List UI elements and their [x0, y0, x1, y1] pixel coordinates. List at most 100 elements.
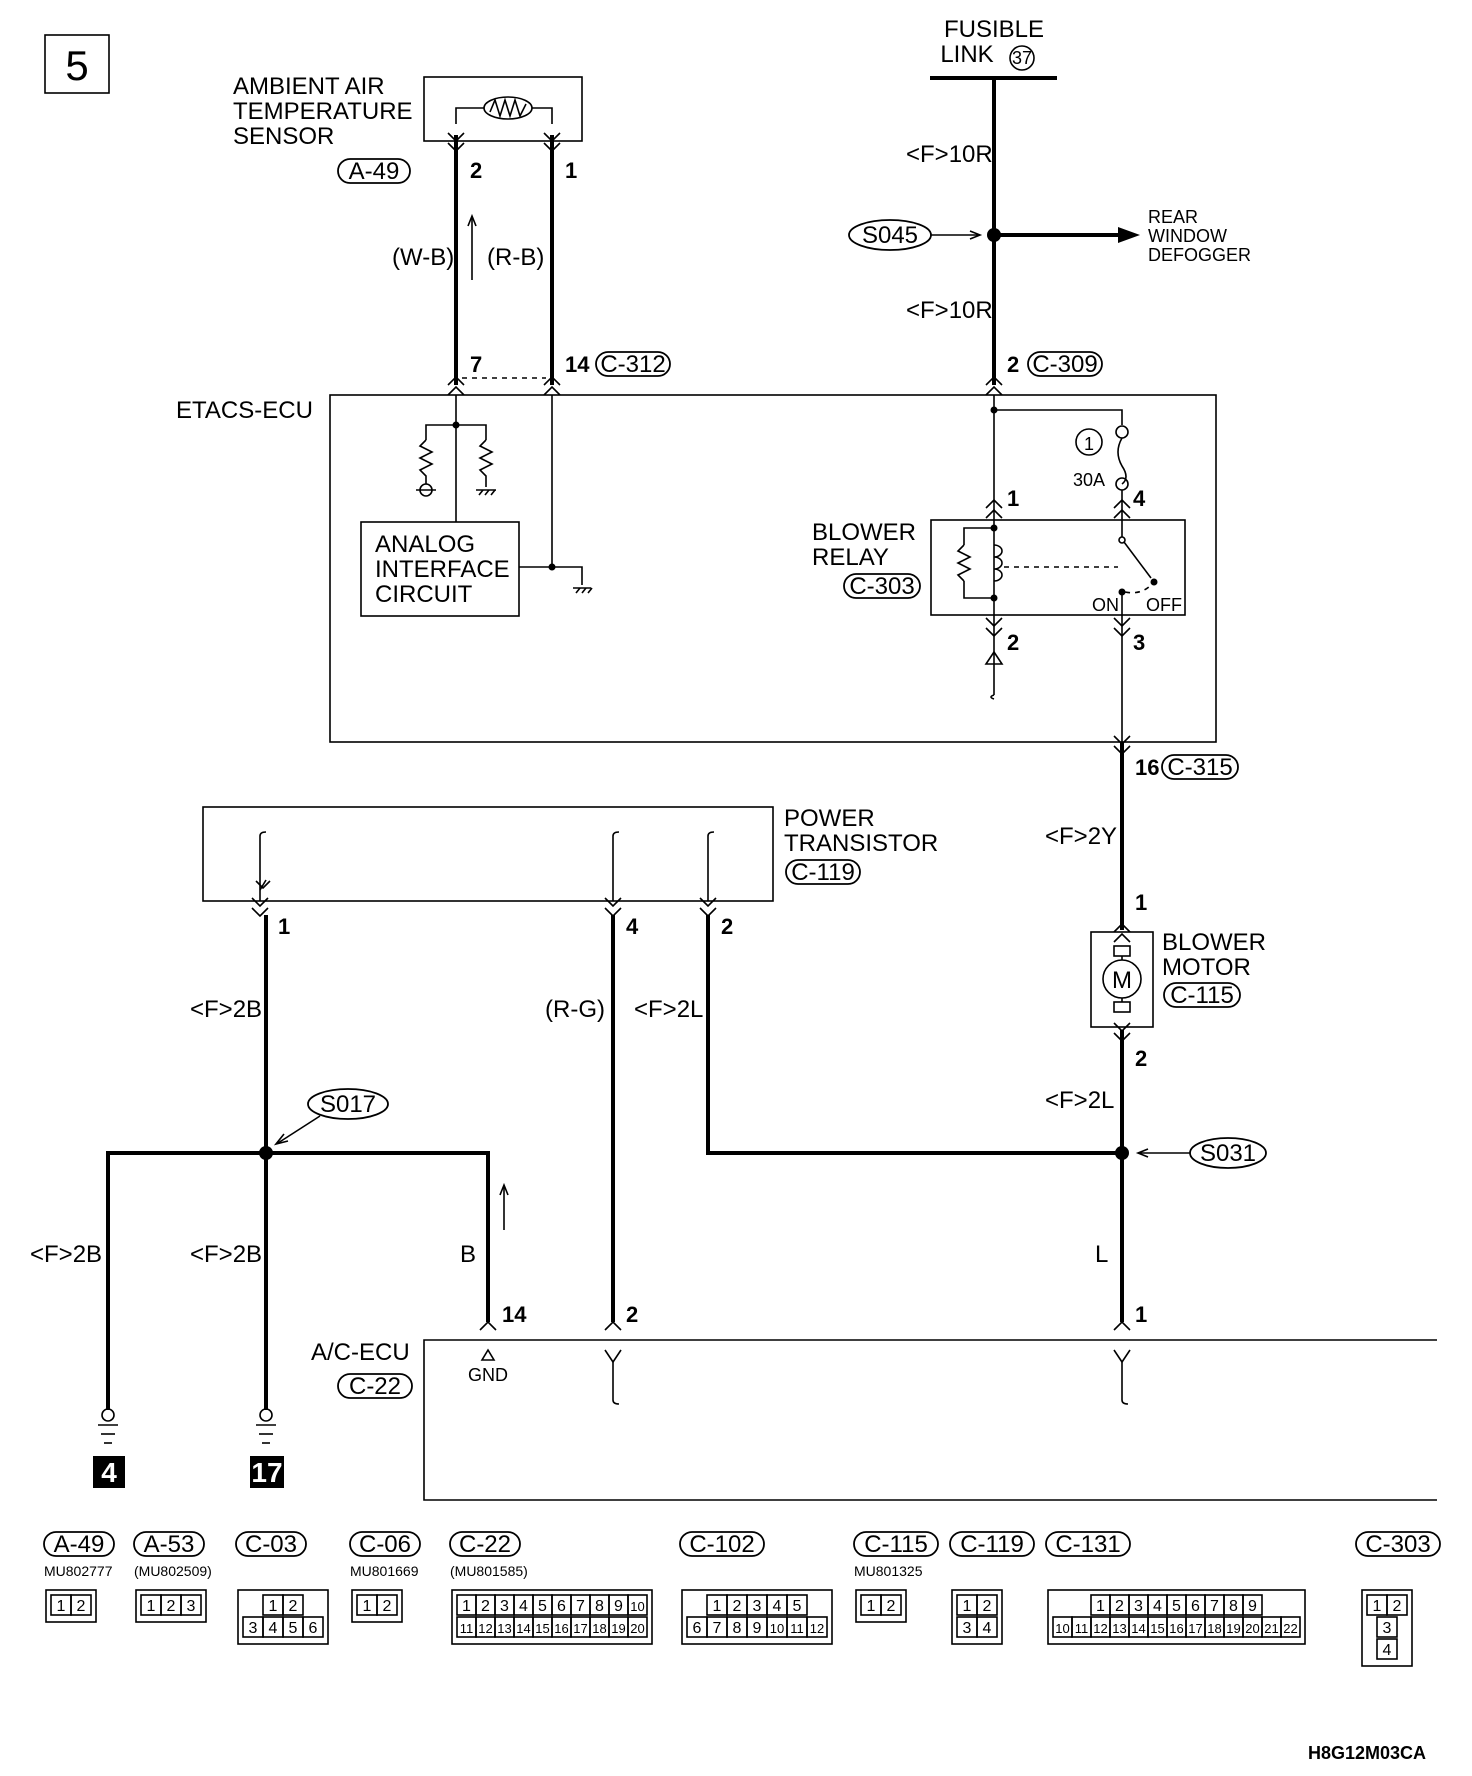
motor-label-line2: MOTOR — [1162, 954, 1251, 981]
legend-pin: 3 — [1134, 1598, 1143, 1615]
legend-part-number: (MU801585) — [450, 1563, 528, 1579]
connector-a49-label: A-49 — [349, 158, 400, 185]
legend-code: C-115 — [864, 1531, 928, 1558]
legend-pin: 10 — [1055, 1621, 1069, 1636]
legend-pin: 2 — [1115, 1598, 1124, 1615]
wire-label-f2y: <F>2Y — [1045, 823, 1117, 850]
legend-pin: 6 — [1191, 1598, 1200, 1615]
legend-pin: 22 — [1283, 1621, 1297, 1636]
legend-pin: 3 — [500, 1598, 509, 1615]
legend-pin: 1 — [462, 1598, 471, 1615]
wire-f2b-branch — [106, 1151, 490, 1410]
etacs-ecu-label: ETACS-ECU — [176, 397, 313, 424]
legend-pin: 15 — [1150, 1621, 1164, 1636]
legend-pin: 1 — [1373, 1598, 1382, 1615]
relay-pin-4: 4 — [1133, 486, 1146, 511]
connector-c309-label: C-309 — [1032, 351, 1097, 378]
blower-relay — [930, 519, 1186, 616]
legend-part-number: MU801669 — [350, 1563, 419, 1579]
wire-label-rb: (R-B) — [487, 244, 544, 271]
legend-pin: 6 — [557, 1598, 566, 1615]
wire-label-f10r-upper: <F>10R — [906, 141, 993, 168]
legend-pin: 2 — [887, 1598, 896, 1615]
legend-pin: 19 — [1226, 1621, 1240, 1636]
legend-pin: 2 — [383, 1598, 392, 1615]
legend-pin: 4 — [519, 1598, 528, 1615]
legend-pin: 4 — [1153, 1598, 1162, 1615]
legend-pin: 8 — [595, 1598, 604, 1615]
splice-s017-label: S017 — [320, 1091, 376, 1118]
legend-pin: 11 — [1075, 1621, 1089, 1636]
wire-label-f2l-pt: <F>2L — [634, 996, 703, 1023]
ac-pin-14: 14 — [502, 1302, 527, 1327]
legend-pin: 18 — [592, 1621, 606, 1636]
analog-interface-circuit — [360, 521, 520, 617]
legend-pin: 2 — [481, 1598, 490, 1615]
fusible-link-number: 37 — [1012, 48, 1032, 68]
legend-pin: 1 — [57, 1598, 66, 1615]
legend-pin: 2 — [983, 1598, 992, 1615]
legend-pin: 12 — [478, 1621, 492, 1636]
legend-pin: 3 — [753, 1598, 762, 1615]
legend-pin: 8 — [1229, 1598, 1238, 1615]
legend-part-number: (MU802509) — [134, 1563, 212, 1579]
splice-s045-label: S045 — [862, 222, 918, 249]
legend-code: C-06 — [359, 1531, 411, 1558]
sensor-label-line3: SENSOR — [233, 123, 334, 150]
legend-pin: 9 — [614, 1598, 623, 1615]
sensor-label-line2: TEMPERATURE — [233, 98, 413, 125]
legend-pin: 1 — [713, 1598, 722, 1615]
wire-label-f2b-pt: <F>2B — [190, 996, 262, 1023]
wire-label-f2b-mid: <F>2B — [190, 1241, 262, 1268]
defogger-label-line3: DEFOGGER — [1148, 245, 1251, 265]
legend-pin: 9 — [1248, 1598, 1257, 1615]
legend-pin: 7 — [1210, 1598, 1219, 1615]
etacs-pin-2: 2 — [1007, 352, 1019, 377]
legend-pin: 6 — [309, 1620, 318, 1637]
legend-pin: 6 — [693, 1620, 702, 1637]
legend-pin: 11 — [790, 1621, 804, 1636]
analog-label-line3: CIRCUIT — [375, 581, 473, 608]
power-transistor: POWER TRANSISTOR C-119 — [202, 805, 938, 902]
legend-pin: 1 — [867, 1598, 876, 1615]
legend-pin: 18 — [1207, 1621, 1221, 1636]
fusible-label-line1: FUSIBLE — [944, 16, 1044, 43]
relay-off-label: OFF — [1146, 595, 1182, 615]
splice-s017 — [259, 1146, 273, 1160]
connector-c312-label: C-312 — [600, 351, 665, 378]
fusible-link: FUSIBLE LINK 37 — [930, 16, 1057, 80]
legend-pin: 20 — [630, 1621, 644, 1636]
relay-label-line1: BLOWER — [812, 519, 916, 546]
ac-ecu-label: A/C-ECU — [311, 1339, 410, 1366]
legend-part-number: MU802777 — [44, 1563, 113, 1579]
legend-pin: 2 — [733, 1598, 742, 1615]
legend-pin: 15 — [535, 1621, 549, 1636]
ac-gnd-label: GND — [468, 1365, 508, 1385]
fusible-label-line2: LINK — [940, 41, 993, 68]
pt-label-line1: POWER — [784, 805, 875, 832]
etacs-pin-14: 14 — [565, 352, 590, 377]
legend-pin: 3 — [249, 1620, 258, 1637]
pt-pin-4: 4 — [626, 914, 639, 939]
wire-f2l-pt — [706, 915, 1122, 1155]
sensor-pin-2: 2 — [470, 158, 482, 183]
legend-pin: 1 — [1096, 1598, 1105, 1615]
legend-pin: 9 — [753, 1620, 762, 1637]
legend-pin: 16 — [1169, 1621, 1183, 1636]
legend-pin: 12 — [1093, 1621, 1107, 1636]
analog-label-line1: ANALOG — [375, 531, 475, 558]
wire-label-rg: (R-G) — [545, 996, 605, 1023]
analog-label-line2: INTERFACE — [375, 556, 510, 583]
legend-pin: 2 — [77, 1598, 86, 1615]
relay-label-line2: RELAY — [812, 544, 889, 571]
legend-pin: 3 — [187, 1598, 196, 1615]
blower-motor: M BLOWER MOTOR C-115 — [1090, 922, 1266, 1043]
